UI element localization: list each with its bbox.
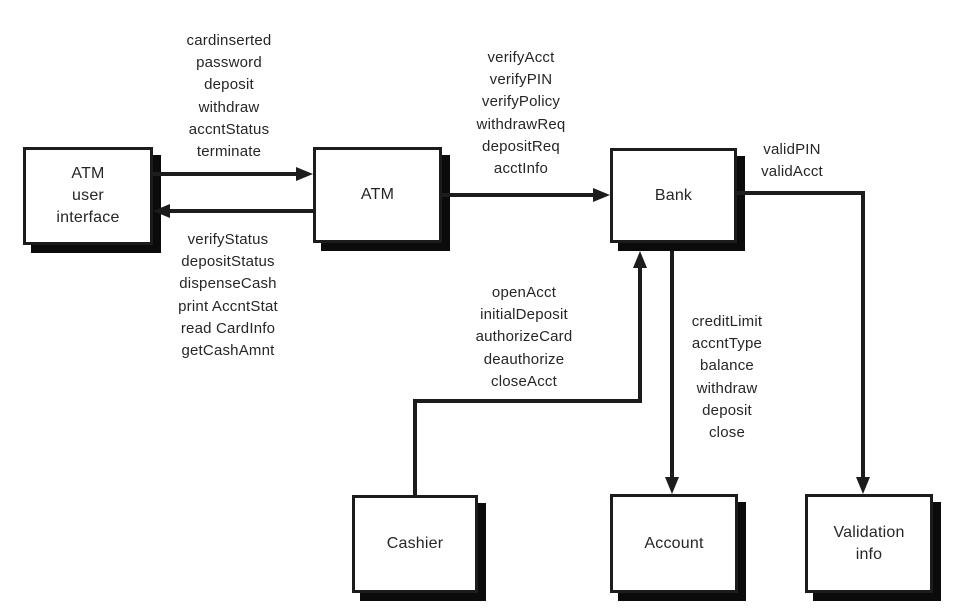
- arrow-atm-to-ui-line: [168, 209, 313, 213]
- node-atm: ATM: [313, 147, 442, 243]
- node-validation-info-label: Validation info: [833, 523, 905, 563]
- connector-cashier-to-bank-vertical-upper: [638, 267, 642, 403]
- arrowhead-atm-to-ui-icon: [153, 204, 170, 218]
- connector-bank-to-account-vertical: [670, 251, 674, 478]
- arrow-ui-to-atm-line: [153, 172, 299, 176]
- node-atm-user-interface-label: ATM user interface: [56, 165, 120, 226]
- connector-bank-to-validation-horizontal: [737, 191, 865, 195]
- arrowhead-cashier-to-bank-icon: [633, 251, 647, 268]
- node-bank-label: Bank: [654, 186, 693, 204]
- arrowhead-ui-to-atm-icon: [296, 167, 313, 181]
- arrow-atm-to-bank-line: [442, 193, 594, 197]
- node-cashier-label: Cashier: [386, 535, 444, 552]
- connector-cashier-to-bank-vertical-lower: [413, 399, 417, 495]
- message-list-atm-to-ui: verifyStatus depositStatus dispenseCash …: [178, 231, 278, 360]
- node-account-label: Account: [644, 534, 704, 552]
- node-cashier: Cashier: [352, 495, 478, 593]
- node-validation-info: Validation info: [805, 494, 933, 593]
- node-bank: Bank: [610, 148, 737, 243]
- message-list-bank-to-account: creditLimit accntType balance withdraw d…: [691, 313, 763, 442]
- arrowhead-bank-to-validation-icon: [856, 477, 870, 494]
- arrowhead-atm-to-bank-icon: [593, 188, 610, 202]
- message-list-cashier-to-bank: openAcct initialDeposit authorizeCard de…: [475, 284, 573, 390]
- node-atm-user-interface: ATM user interface: [23, 147, 153, 245]
- node-account: Account: [610, 494, 738, 593]
- arrowhead-bank-to-account-icon: [665, 477, 679, 494]
- connector-bank-to-validation-vertical: [861, 191, 865, 478]
- message-list-ui-to-atm: cardinserted password deposit withdraw a…: [186, 32, 272, 161]
- connector-cashier-to-bank-horizontal: [413, 399, 642, 403]
- message-list-bank-to-validation: validPIN validAcct: [761, 141, 823, 181]
- message-list-atm-to-bank: verifyAcct verifyPIN verifyPolicy withdr…: [476, 49, 566, 178]
- node-atm-label: ATM: [360, 186, 395, 203]
